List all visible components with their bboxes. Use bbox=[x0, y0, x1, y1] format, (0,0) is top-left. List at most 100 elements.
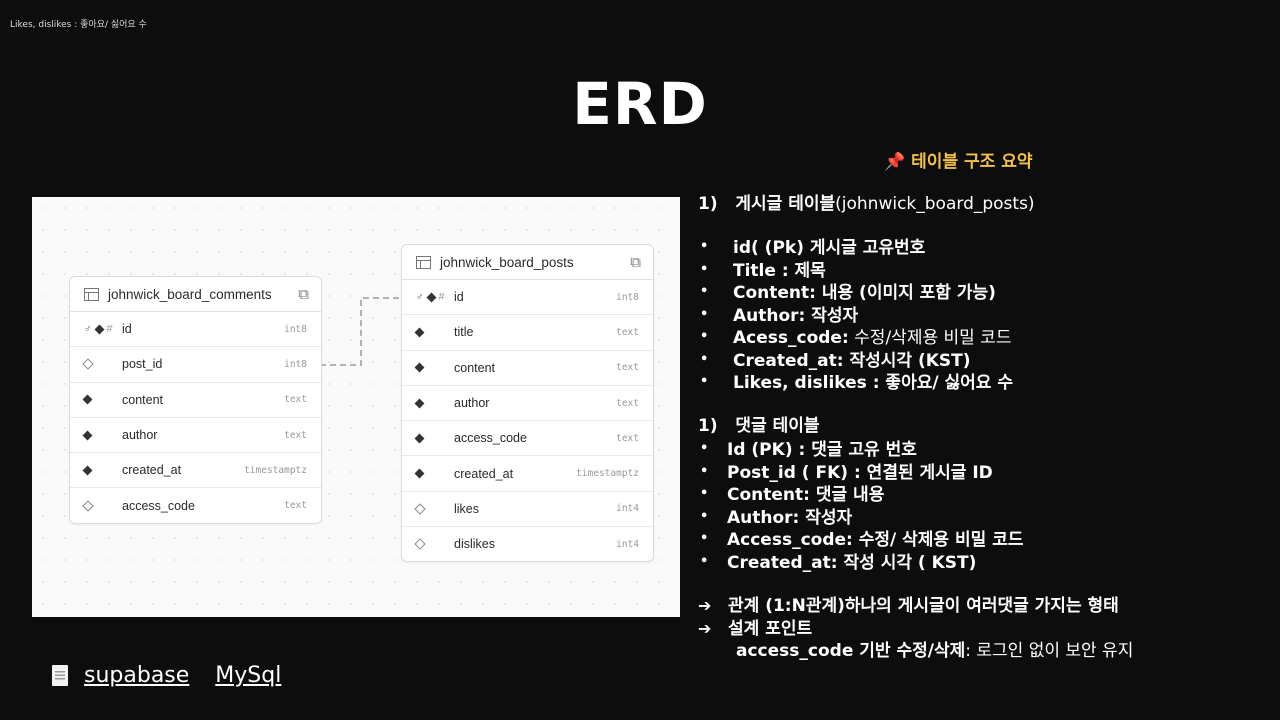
diamond-filled-icon bbox=[82, 430, 93, 440]
comments-table[interactable]: johnwick_board_comments ⧉ ♂ # id int8 post_i… bbox=[69, 276, 322, 524]
column-type: timestamptz bbox=[244, 464, 307, 476]
comments-field-item: Author: 작성자 bbox=[727, 507, 853, 528]
bullet: • bbox=[700, 239, 709, 254]
comments-column-row[interactable]: ♂ # id int8 bbox=[70, 312, 321, 348]
column-icons bbox=[414, 433, 454, 444]
column-icons bbox=[82, 430, 122, 440]
column-name: post_id bbox=[122, 357, 163, 372]
comments-field-item: Created_at: 작성 시각 ( KST) bbox=[727, 553, 977, 573]
arrow-right-icon: ➔ bbox=[698, 619, 712, 638]
posts-field-item: Content: 내용 (이미지 포함 가능) bbox=[733, 283, 996, 303]
diamond-empty-icon bbox=[82, 499, 94, 512]
bullet: • bbox=[700, 329, 709, 344]
column-icons bbox=[82, 358, 122, 371]
posts-column-row[interactable]: created_at timestamptz bbox=[402, 456, 653, 492]
posts-column-row[interactable]: dislikes int4 bbox=[402, 527, 653, 561]
column-name: dislikes bbox=[454, 537, 495, 552]
comments-table-header: johnwick_board_comments ⧉ bbox=[70, 277, 321, 312]
hash-icon: # bbox=[106, 323, 113, 336]
posts-table-name: johnwick_board_posts bbox=[440, 254, 574, 270]
key-icon: ♂ bbox=[84, 323, 92, 335]
bullet: • bbox=[700, 441, 709, 456]
posts-column-row[interactable]: title text bbox=[402, 315, 653, 351]
bullet: • bbox=[700, 374, 709, 389]
column-type: text bbox=[284, 394, 307, 406]
diamond-filled-icon bbox=[426, 292, 436, 303]
column-name: created_at bbox=[122, 463, 182, 478]
supabase-link[interactable]: supabase bbox=[84, 663, 190, 688]
diamond-empty-icon bbox=[414, 503, 426, 515]
column-icons bbox=[414, 362, 454, 373]
posts-field-item: Acess_code: 수정/삭제용 비밀 코드 bbox=[733, 328, 1012, 348]
column-icons bbox=[414, 503, 454, 515]
column-type: int4 bbox=[616, 503, 639, 515]
column-type: text bbox=[616, 362, 639, 374]
comments-field-item: Content: 댓글 내용 bbox=[727, 485, 885, 506]
column-type: int8 bbox=[284, 323, 307, 335]
column-name: author bbox=[122, 428, 158, 443]
key-icon: ♂ bbox=[416, 291, 424, 303]
bullet: • bbox=[700, 306, 709, 322]
column-name: access_code bbox=[122, 498, 195, 513]
column-icons bbox=[82, 394, 122, 405]
diamond-empty-icon bbox=[414, 538, 426, 550]
diamond-filled-icon bbox=[82, 394, 93, 405]
column-icons: ♂# bbox=[416, 291, 454, 303]
column-name: likes bbox=[454, 501, 480, 516]
column-name: id bbox=[122, 322, 132, 337]
bottom-links: supabase MySql bbox=[52, 663, 307, 688]
column-name: created_at bbox=[454, 466, 514, 481]
column-name: author bbox=[454, 396, 490, 411]
posts-field-item: Created_at: 작성시각 (KST) bbox=[733, 350, 971, 371]
comments-column-row[interactable]: author text bbox=[70, 418, 321, 454]
posts-field-item: Author: 작성자 bbox=[733, 305, 859, 326]
relation-line bbox=[320, 297, 401, 366]
column-name: content bbox=[122, 392, 164, 407]
column-type: text bbox=[284, 429, 307, 441]
comments-field-item: Access_code: 수정/ 삭제용 비밀 코드 bbox=[727, 530, 1024, 551]
column-type: int8 bbox=[616, 291, 639, 303]
posts-field-item: Likes, dislikes : 좋아요/ 싫어요 수 bbox=[733, 373, 1013, 393]
diamond-filled-icon bbox=[82, 465, 93, 476]
comments-table-name: johnwick_board_comments bbox=[108, 286, 272, 302]
posts-field-item: id( (Pk) 게시글 고유번호 bbox=[733, 238, 926, 258]
document-icon bbox=[52, 665, 68, 686]
top-note: Likes, dislikes : 좋아요/ 싫어요 수 bbox=[10, 20, 147, 30]
column-name: access_code bbox=[454, 431, 527, 446]
bullet: • bbox=[700, 486, 709, 502]
bullet: • bbox=[700, 554, 709, 569]
bullet: • bbox=[700, 351, 709, 367]
column-type: int4 bbox=[616, 538, 639, 550]
diamond-filled-icon bbox=[414, 327, 425, 338]
column-type: text bbox=[616, 397, 639, 409]
column-type: text bbox=[616, 432, 639, 444]
external-link-icon[interactable]: ⧉ bbox=[298, 285, 309, 303]
posts-column-row[interactable]: access_code text bbox=[402, 421, 653, 457]
comments-section-heading: 1) 댓글 테이블 bbox=[698, 416, 820, 436]
column-icons bbox=[414, 468, 454, 479]
column-icons bbox=[414, 327, 454, 338]
posts-column-row[interactable]: author text bbox=[402, 386, 653, 422]
posts-column-row[interactable]: likes int4 bbox=[402, 492, 653, 528]
column-name: title bbox=[454, 325, 474, 340]
mysql-link[interactable]: MySql bbox=[215, 663, 282, 688]
column-icons bbox=[414, 398, 454, 408]
comments-column-row[interactable]: created_at timestamptz bbox=[70, 453, 321, 489]
relation-note: 관계 (1:N관계)하나의 게시글이 여러댓글 가지는 형태 bbox=[728, 596, 1119, 616]
external-link-icon[interactable]: ⧉ bbox=[630, 253, 641, 271]
column-type: timestamptz bbox=[576, 468, 639, 480]
diamond-filled-icon bbox=[414, 398, 425, 408]
bullet: • bbox=[700, 284, 709, 299]
column-type: text bbox=[616, 326, 639, 338]
comments-field-item: Post_id ( FK) : 연결된 게시글 ID bbox=[727, 462, 993, 483]
column-icons bbox=[82, 465, 122, 476]
bullet: • bbox=[700, 261, 709, 277]
comments-column-row[interactable]: content text bbox=[70, 383, 321, 418]
column-icons bbox=[414, 538, 454, 550]
